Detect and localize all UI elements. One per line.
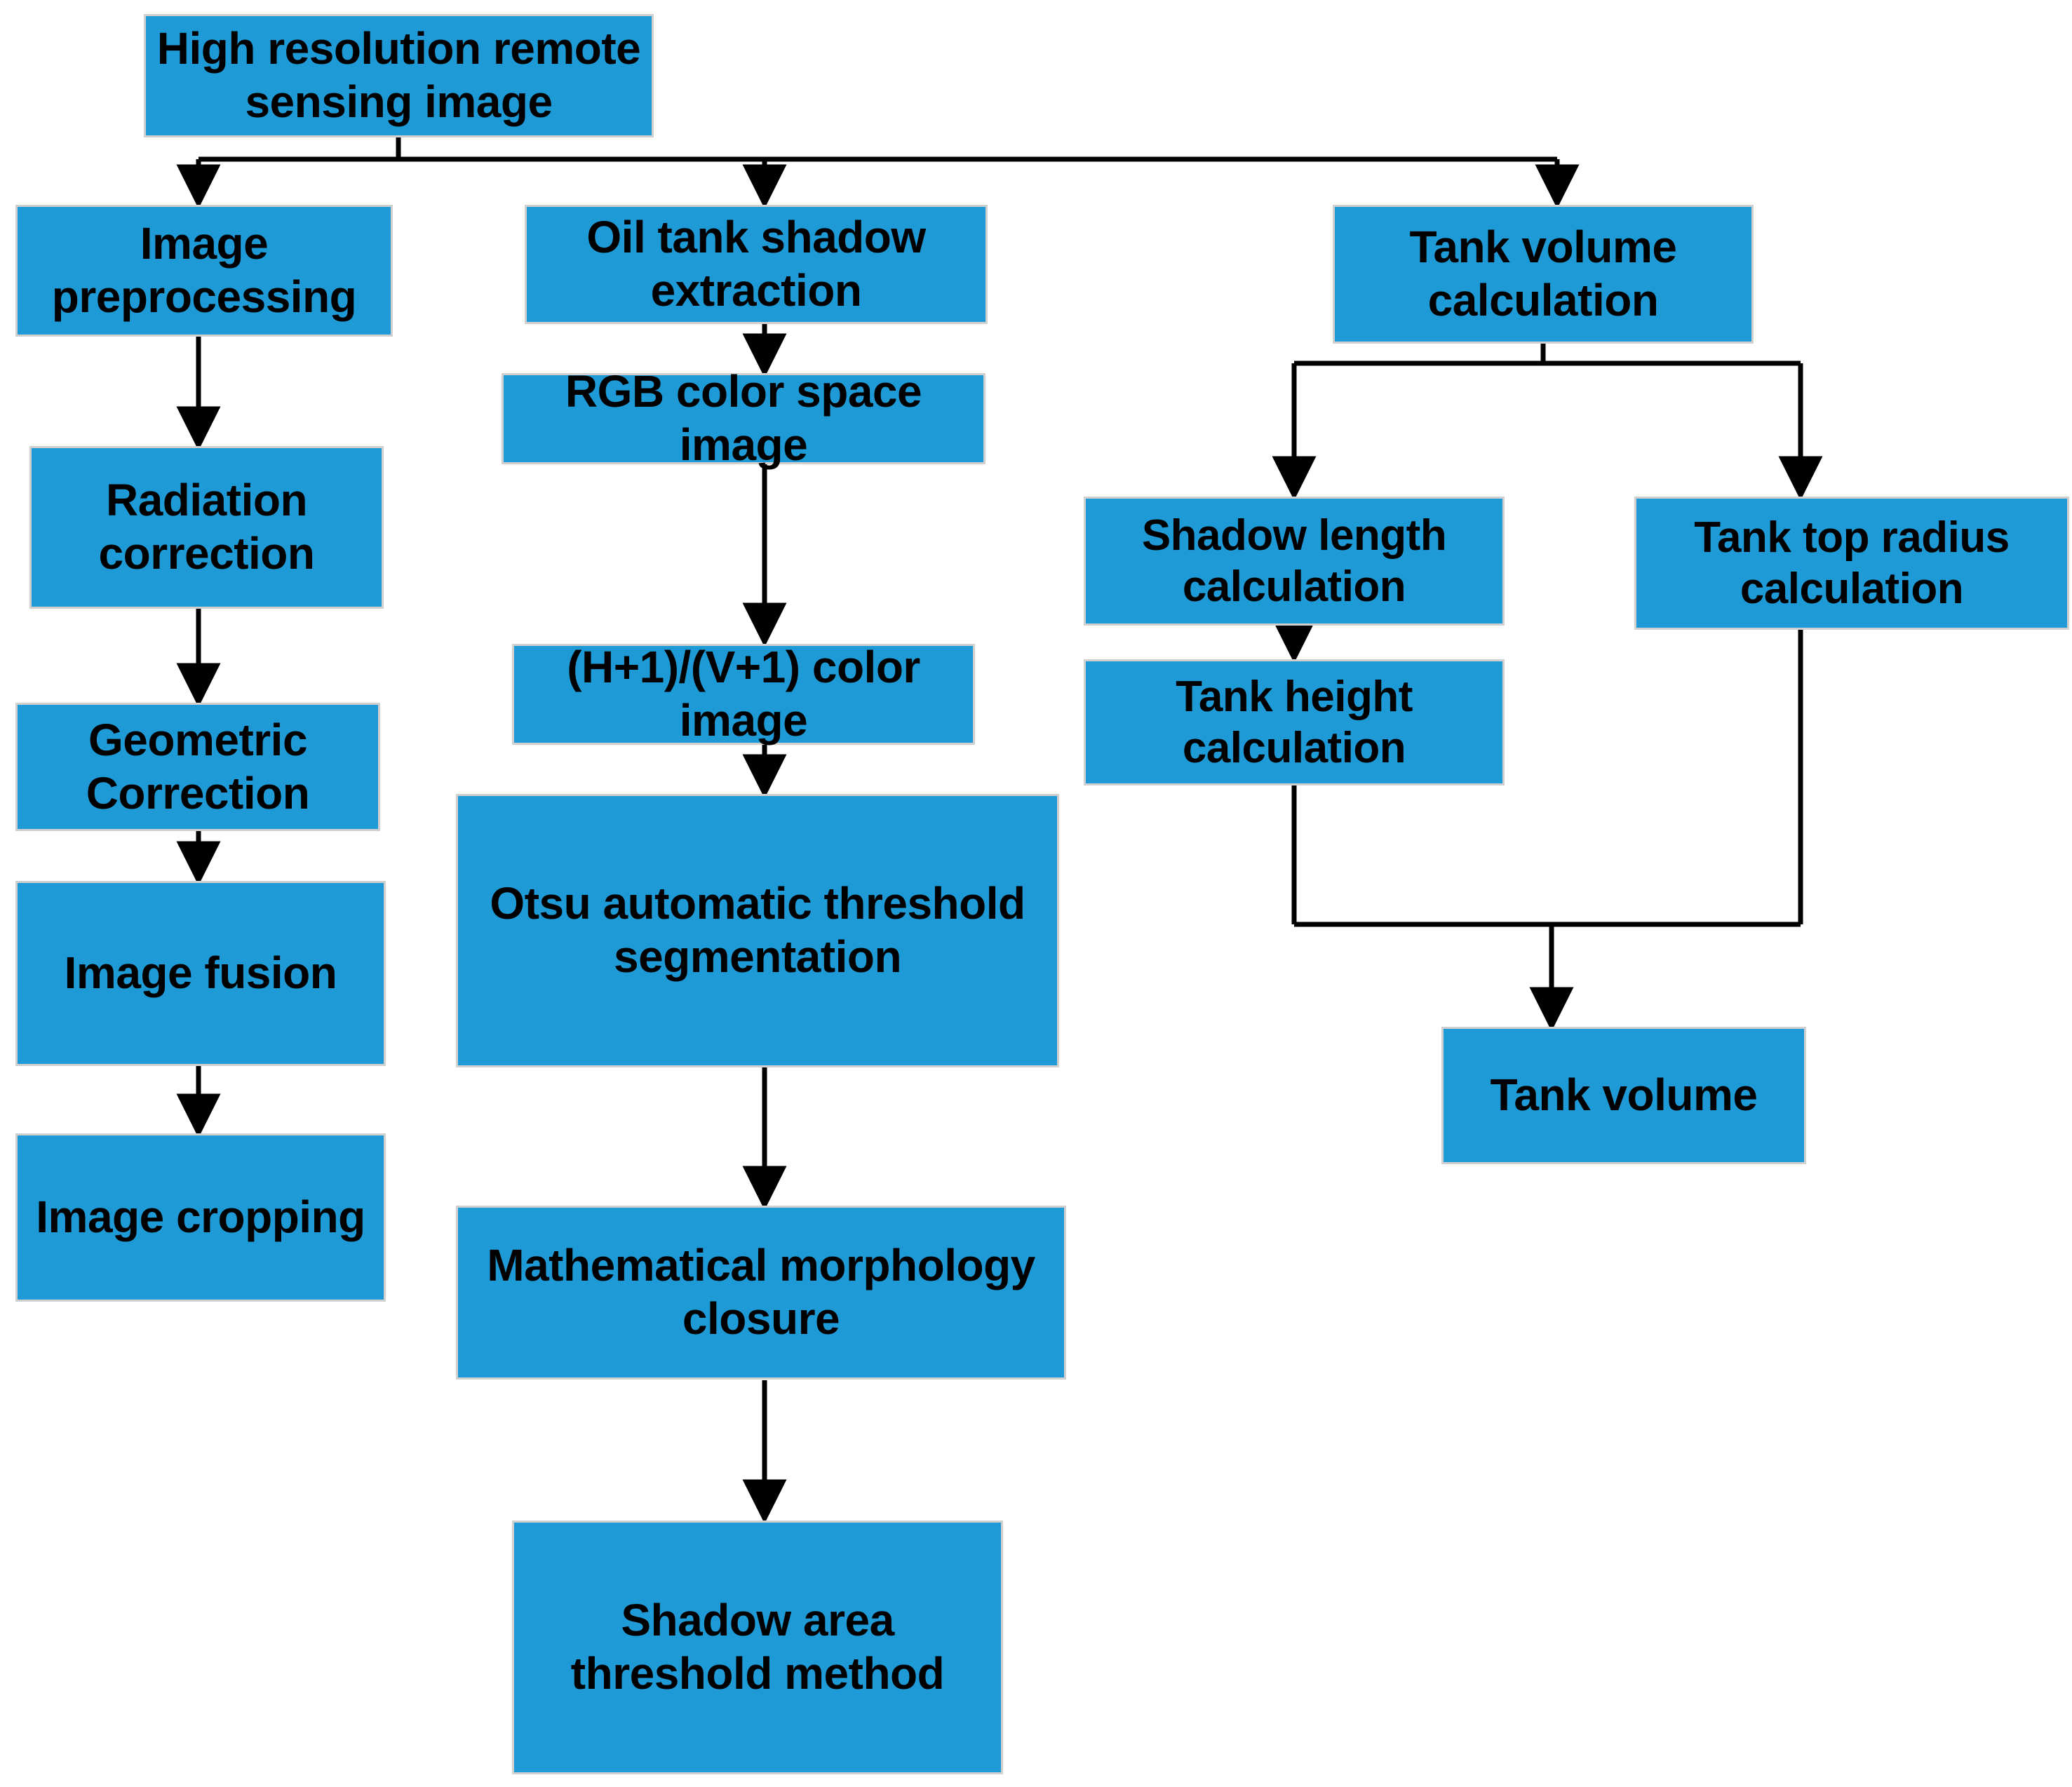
node-image-cropping[interactable]: Image cropping (15, 1133, 386, 1302)
node-hv-color-image[interactable]: (H+1)/(V+1) color image (512, 642, 975, 746)
node-mathematical-morphology-closure[interactable]: Mathematical morphology closure (456, 1206, 1066, 1380)
node-image-fusion[interactable]: Image fusion (15, 881, 386, 1066)
node-shadow-length-calculation-label: Shadow length calculation (1141, 511, 1447, 611)
node-shadow-area-threshold-method[interactable]: Shadow area threshold method (512, 1520, 1003, 1774)
node-tank-top-radius-calculation-label: Tank top radius calculation (1694, 513, 2010, 613)
node-shadow-length-calculation[interactable]: Shadow length calculation (1084, 497, 1505, 626)
node-geometric-correction-label: Geometric Correction (86, 714, 310, 818)
node-otsu-threshold-segmentation-label: Otsu automatic threshold segmentation (490, 878, 1025, 982)
node-image-fusion-label: Image fusion (64, 948, 337, 999)
node-image-preprocessing[interactable]: Image preprocessing (15, 205, 393, 337)
node-oil-tank-shadow-extraction[interactable]: Oil tank shadow extraction (525, 205, 988, 324)
node-radiation-correction[interactable]: Radiation correction (29, 446, 384, 609)
node-tank-height-calculation[interactable]: Tank height calculation (1084, 659, 1505, 785)
node-tank-top-radius-calculation[interactable]: Tank top radius calculation (1634, 497, 2069, 630)
node-oil-tank-shadow-extraction-label: Oil tank shadow extraction (586, 212, 926, 316)
node-tank-volume[interactable]: Tank volume (1441, 1027, 1806, 1164)
node-geometric-correction[interactable]: Geometric Correction (15, 703, 380, 831)
node-mathematical-morphology-closure-label: Mathematical morphology closure (487, 1240, 1035, 1344)
node-radiation-correction-label: Radiation correction (98, 475, 315, 579)
node-root-label: High resolution remote sensing image (156, 23, 641, 127)
node-tank-volume-label: Tank volume (1490, 1070, 1758, 1121)
node-rgb-color-space-image[interactable]: RGB color space image (502, 366, 985, 470)
node-image-preprocessing-label: Image preprocessing (51, 218, 357, 322)
node-tank-volume-calculation[interactable]: Tank volume calculation (1333, 205, 1754, 344)
node-tank-volume-calculation-label: Tank volume calculation (1409, 222, 1677, 325)
node-hv-color-image-label: (H+1)/(V+1) color image (567, 642, 920, 746)
node-shadow-area-threshold-method-label: Shadow area threshold method (570, 1595, 945, 1699)
node-tank-height-calculation-label: Tank height calculation (1176, 672, 1413, 772)
node-image-cropping-label: Image cropping (36, 1192, 365, 1243)
node-root[interactable]: High resolution remote sensing image (144, 14, 654, 137)
node-rgb-color-space-image-label: RGB color space image (565, 366, 922, 470)
node-otsu-threshold-segmentation[interactable]: Otsu automatic threshold segmentation (456, 794, 1059, 1067)
